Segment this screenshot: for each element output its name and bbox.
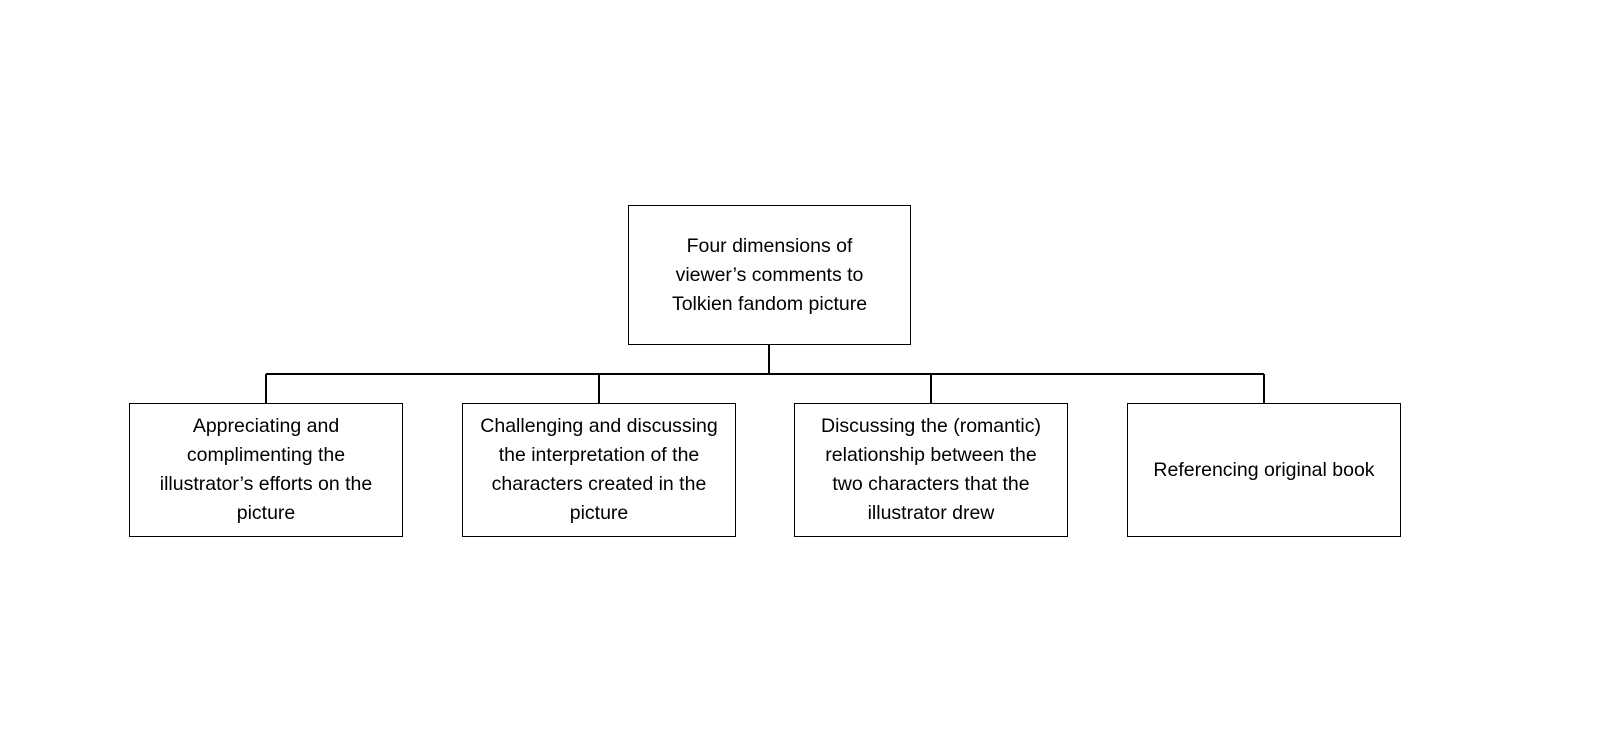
root-node: Four dimensions of viewer’s comments to … [628, 205, 911, 345]
connector-stem-child-3 [930, 374, 932, 403]
connector-horizontal-line [266, 373, 1264, 375]
child-node-label: Referencing original book [1153, 458, 1375, 481]
connector-stem-child-4 [1263, 374, 1265, 403]
child-node-label: Discussing the (romantic) relationship b… [821, 415, 1041, 524]
root-node-label: Four dimensions of viewer’s comments to … [671, 234, 868, 315]
child-node-label: Challenging and discussing the interpret… [480, 415, 718, 524]
child-node-label: Appreciating and complimenting the illus… [159, 415, 373, 524]
child-node-appreciating: Appreciating and complimenting the illus… [129, 403, 403, 537]
child-node-referencing-book: Referencing original book [1127, 403, 1401, 537]
connector-stem-child-1 [265, 374, 267, 403]
child-node-discussing-relationship: Discussing the (romantic) relationship b… [794, 403, 1068, 537]
child-node-challenging: Challenging and discussing the interpret… [462, 403, 736, 537]
connector-stem-child-2 [598, 374, 600, 403]
connector-root-stem [768, 345, 770, 374]
